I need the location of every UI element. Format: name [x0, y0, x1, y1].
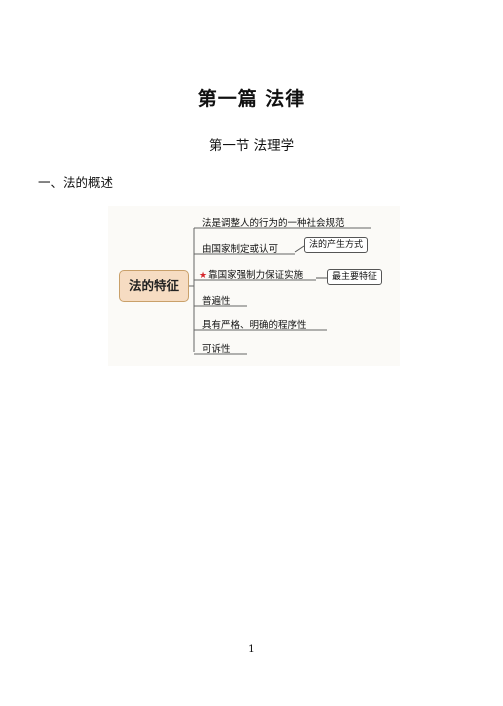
branch-social-norm: 法是调整人的行为的一种社会规范: [202, 215, 345, 229]
chapter-title: 第一篇 法律: [197, 88, 306, 110]
subsection-title: 一、法的概述: [38, 175, 114, 190]
callout-main-feature: 最主要特征: [327, 269, 383, 285]
page-number: 1: [248, 643, 255, 655]
branch-label: 普遍性: [202, 296, 231, 307]
branch-state-coercion: ★靠国家强制力保证实施: [199, 267, 303, 281]
branch-label: 靠国家强制力保证实施: [208, 270, 304, 281]
branch-label: 法是调整人的行为的一种社会规范: [202, 218, 345, 229]
callout-origin: 法的产生方式: [304, 237, 369, 253]
star-icon: ★: [199, 271, 208, 281]
branch-universality: 普遍性: [202, 293, 231, 307]
mindmap-figure: 法的特征 法是调整人的行为的一种社会规范 由国家制定或认可 法的产生方式 ★靠国…: [108, 206, 400, 366]
branch-justiciability: 可诉性: [202, 341, 231, 355]
callout-pointer-1: [294, 245, 305, 253]
root-node: 法的特征: [119, 270, 189, 302]
branch-label: 具有严格、明确的程序性: [202, 320, 307, 331]
mindmap-connectors: [188, 227, 371, 355]
branch-label: 由国家制定或认可: [202, 244, 279, 255]
branch-state-made: 由国家制定或认可: [202, 241, 278, 255]
branch-label: 可诉性: [202, 344, 231, 355]
branch-procedural: 具有严格、明确的程序性: [202, 317, 307, 331]
section-title: 第一节 法理学: [208, 138, 295, 154]
